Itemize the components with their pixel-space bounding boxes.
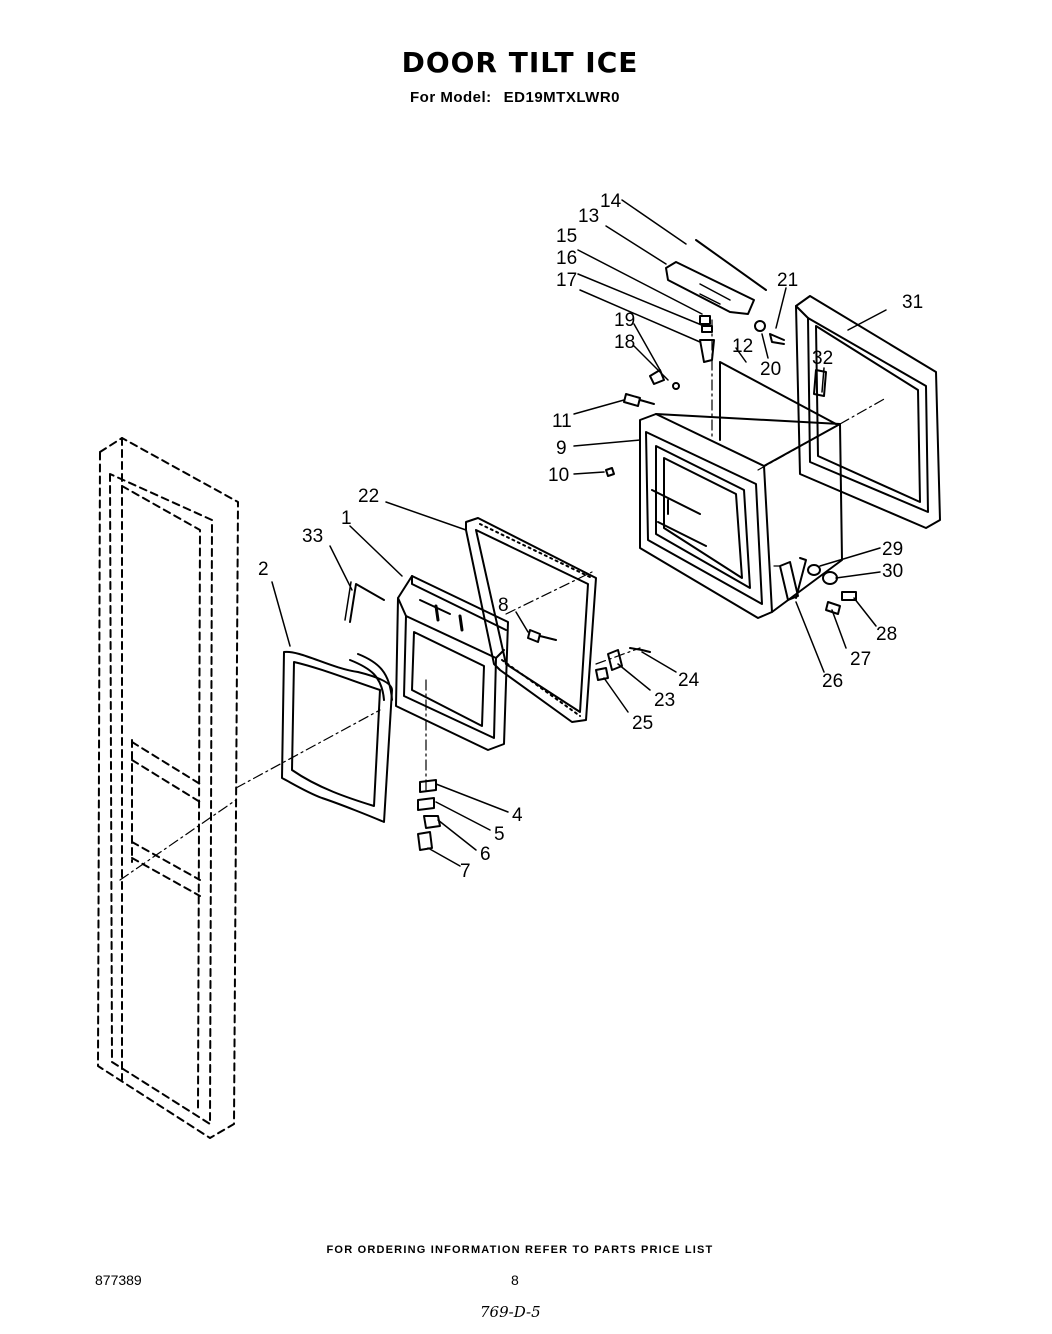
- callout-22: 22: [358, 486, 379, 507]
- callout-18: 18: [614, 332, 635, 353]
- leader-lines: [271, 199, 887, 867]
- callout-20: 20: [760, 359, 781, 380]
- part-1-housing: [395, 575, 509, 751]
- callout-labels: 14 13 15 16 17 19 18 21 31 12 32 20 11 9…: [258, 191, 923, 882]
- callout-11: 11: [552, 411, 572, 432]
- callout-5: 5: [494, 824, 505, 845]
- callout-1: 1: [341, 508, 352, 529]
- part-9-housing: [639, 413, 843, 619]
- callout-31: 31: [902, 292, 923, 313]
- door-outline: [97, 437, 239, 1139]
- callout-7: 7: [460, 861, 471, 882]
- model-value: ED19MTXLWR0: [503, 89, 621, 106]
- page-title: DOOR TILT ICE: [401, 46, 639, 79]
- page-number: 8: [511, 1272, 519, 1288]
- part-14-rod: [695, 239, 767, 291]
- model-line: For Model: ED19MTXLWR0: [410, 89, 632, 106]
- callout-6: 6: [480, 844, 491, 865]
- callout-27: 27: [850, 649, 871, 670]
- callout-4: 4: [512, 805, 523, 826]
- part-33-hex-key: [349, 583, 385, 623]
- callout-8: 8: [498, 595, 509, 616]
- callout-19: 19: [614, 310, 635, 331]
- callout-29: 29: [882, 539, 903, 560]
- part-2-frame: [281, 650, 393, 823]
- callout-30: 30: [882, 561, 903, 582]
- callout-17: 17: [556, 270, 577, 291]
- model-label: For Model:: [410, 89, 492, 106]
- callout-28: 28: [876, 624, 897, 645]
- alignment-lines: [119, 319, 887, 881]
- callout-25: 25: [632, 713, 653, 734]
- callout-21: 21: [777, 270, 798, 291]
- document-number: 877389: [95, 1272, 142, 1288]
- callout-10: 10: [548, 465, 569, 486]
- part-22-gasket: [465, 517, 597, 723]
- callout-33: 33: [302, 526, 323, 547]
- callout-26: 26: [822, 671, 843, 692]
- callout-24: 24: [678, 670, 700, 691]
- callout-13: 13: [578, 206, 599, 227]
- callout-14: 14: [600, 191, 622, 212]
- callout-16: 16: [556, 248, 577, 269]
- ordering-info: FOR ORDERING INFORMATION REFER TO PARTS …: [326, 1244, 714, 1256]
- callout-15: 15: [556, 226, 577, 247]
- callout-32: 32: [812, 348, 833, 369]
- callout-23: 23: [654, 690, 675, 711]
- handwritten-note: 769-D-5: [480, 1303, 541, 1321]
- part-31-frame: [795, 295, 941, 529]
- callout-9: 9: [556, 438, 567, 459]
- hardware: [417, 315, 857, 851]
- callout-12: 12: [732, 336, 753, 357]
- part-13-bracket: [665, 261, 755, 315]
- callout-2: 2: [258, 559, 269, 580]
